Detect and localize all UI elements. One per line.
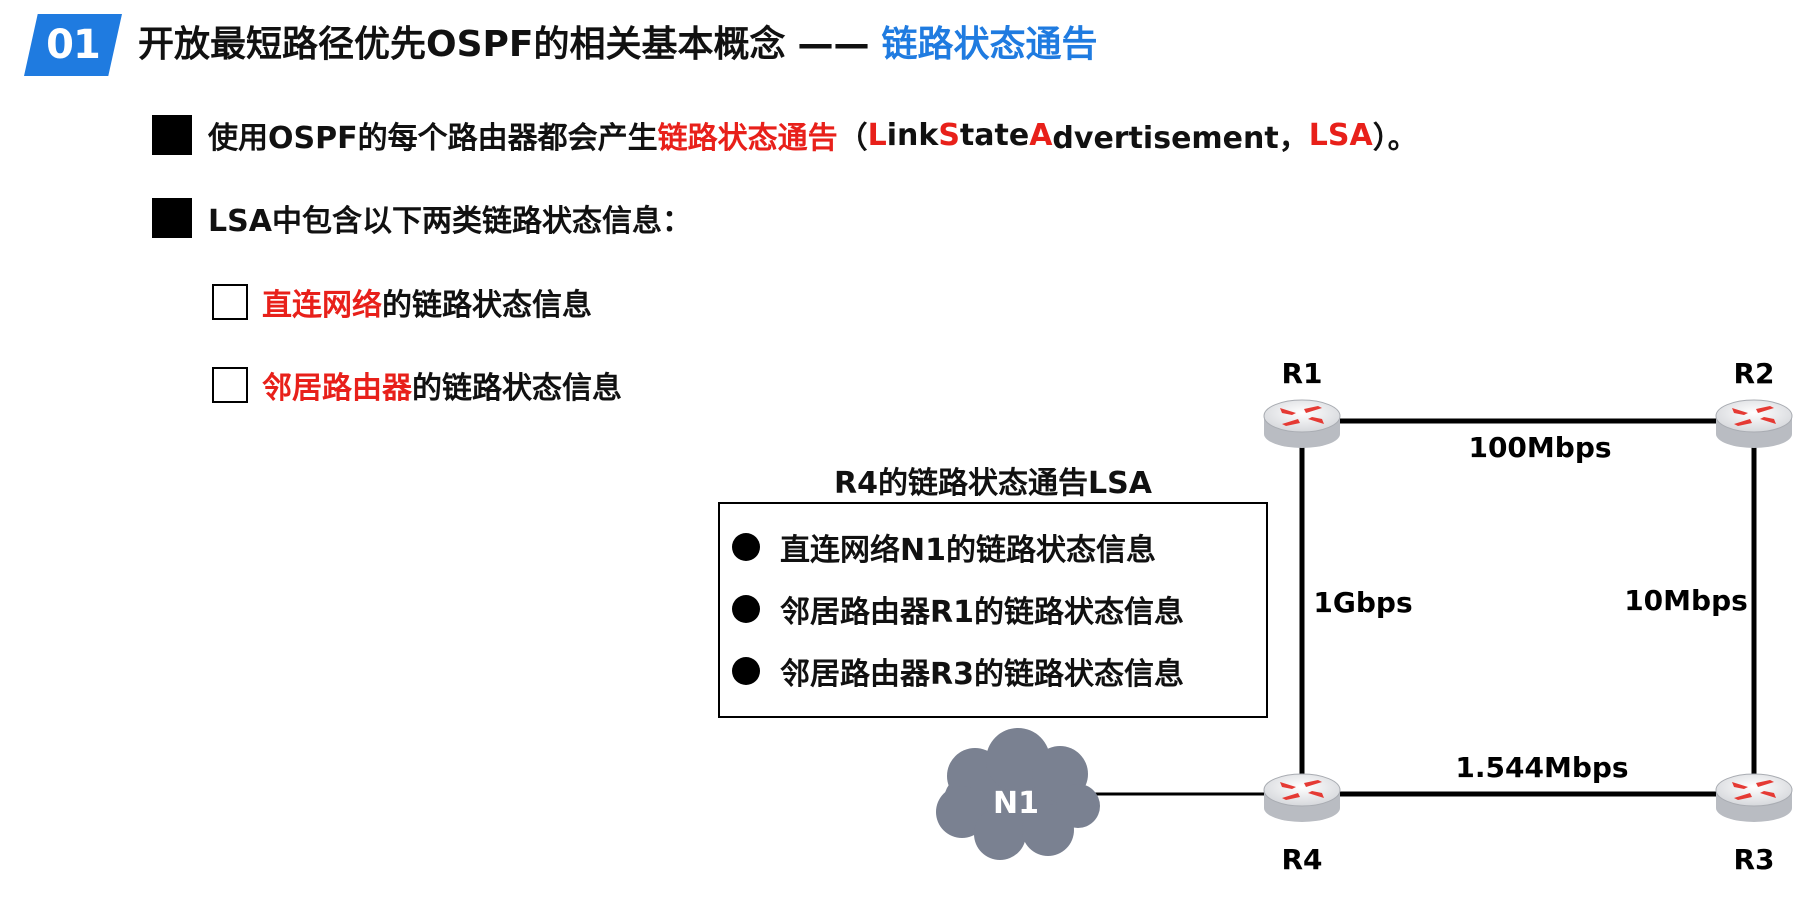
b2-text: LSA中包含以下两类链路状态信息： — [208, 204, 692, 239]
b1-tate: tate — [959, 117, 1030, 153]
cloud-label-n1: N1 — [993, 786, 1039, 821]
lsa-item: 邻居路由器R1的链路状态信息 — [732, 578, 1266, 640]
lsa-item-text: 邻居路由器R3的链路状态信息 — [780, 657, 1184, 692]
router-label-r3: R3 — [1733, 843, 1774, 876]
sub1-rest: 的链路状态信息 — [382, 288, 592, 323]
b1-A: A — [1029, 117, 1053, 153]
sub1-red: 直连网络 — [262, 288, 382, 323]
title-highlight: 链路状态通告 — [881, 24, 1098, 65]
b1-close: ）。 — [1372, 121, 1418, 156]
link-label-r1-r2: 100Mbps — [1468, 431, 1611, 464]
dot-bullet-icon — [732, 657, 760, 685]
title-main: 开放最短路径优先OSPF的相关基本概念 — [138, 24, 786, 65]
router-label-r2: R2 — [1733, 357, 1774, 390]
b1-L: L — [867, 117, 887, 153]
router-icon — [1715, 399, 1793, 449]
b1-S: S — [938, 117, 960, 153]
lsa-item: 直连网络N1的链路状态信息 — [732, 516, 1266, 578]
sub-bullet-neighbor-router: 邻居路由器的链路状态信息 — [212, 363, 622, 407]
cloud-icon — [936, 728, 1100, 860]
section-number-badge: 01 — [24, 14, 122, 76]
sub-bullet-direct-network: 直连网络的链路状态信息 — [212, 280, 592, 324]
b1-open: （ — [837, 121, 868, 156]
link-label-r1-r4: 1Gbps — [1313, 586, 1412, 619]
router-label-r4: R4 — [1281, 843, 1322, 876]
lsa-item-text: 直连网络N1的链路状态信息 — [780, 533, 1156, 568]
page-title: 开放最短路径优先OSPF的相关基本概念 —— 链路状态通告 — [138, 20, 1098, 70]
b1-dvert: dvertisement， — [1052, 121, 1309, 156]
dot-bullet-icon — [732, 533, 760, 561]
hollow-square-icon — [212, 367, 248, 403]
link-label-r2-r3: 10Mbps — [1624, 584, 1748, 617]
title-dash: —— — [797, 24, 870, 65]
section-number: 01 — [46, 22, 101, 68]
link-label-r4-r3: 1.544Mbps — [1455, 751, 1628, 784]
b1-lsa: LSA — [1308, 117, 1373, 153]
lsa-item: 邻居路由器R3的链路状态信息 — [732, 640, 1266, 702]
lsa-box: 直连网络N1的链路状态信息 邻居路由器R1的链路状态信息 邻居路由器R3的链路状… — [718, 502, 1268, 718]
router-icon — [1715, 773, 1793, 823]
router-icon — [1263, 399, 1341, 449]
hollow-square-icon — [212, 284, 248, 320]
bullet-lsa-contents: LSA中包含以下两类链路状态信息： — [152, 196, 692, 240]
lsa-item-text: 邻居路由器R1的链路状态信息 — [780, 595, 1184, 630]
lsa-box-title: R4的链路状态通告LSA — [834, 466, 1152, 501]
b1-pre: 使用OSPF的每个路由器都会产生 — [208, 121, 658, 156]
b1-ink: ink — [886, 117, 939, 153]
b1-red: 链路状态通告 — [657, 121, 838, 156]
square-bullet-icon — [152, 115, 192, 155]
dot-bullet-icon — [732, 595, 760, 623]
router-label-r1: R1 — [1281, 357, 1322, 390]
sub2-rest: 的链路状态信息 — [412, 371, 622, 406]
sub2-red: 邻居路由器 — [262, 371, 412, 406]
square-bullet-icon — [152, 198, 192, 238]
router-icon — [1263, 773, 1341, 823]
